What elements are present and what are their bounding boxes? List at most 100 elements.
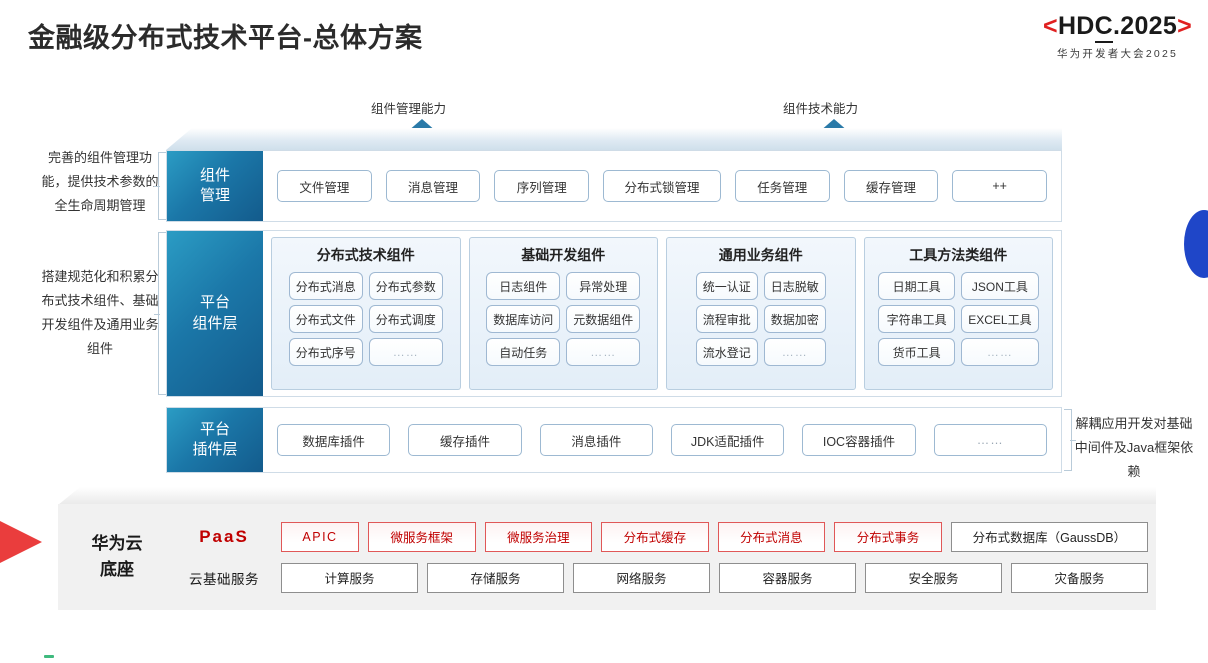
cloud-item-disaster-recovery[interactable]: 灾备服务 [1011, 562, 1148, 593]
base-huawei-cloud: 华为云 底座 PaaS APIC 微服务框架 微服务治理 分布式缓存 分布式消息… [58, 504, 1156, 610]
cloud-item-compute[interactable]: 计算服务 [281, 562, 418, 593]
cloud-item-network[interactable]: 网络服务 [573, 562, 710, 593]
paas-item-microservice-framework[interactable]: 微服务框架 [368, 521, 476, 552]
layer-title-line2: 组件层 [192, 314, 238, 332]
pill-sequence-management[interactable]: 序列管理 [494, 170, 590, 202]
layer-title-platform-plugins: 平台 插件层 [167, 408, 263, 472]
layer-title-line1: 平台 [199, 420, 230, 438]
pill-database-plugin[interactable]: 数据库插件 [277, 424, 391, 456]
paas-item-microservice-governance[interactable]: 微服务治理 [484, 521, 593, 552]
paas-item-distributed-database[interactable]: 分布式数据库（GaussDB） [950, 521, 1148, 552]
group-distributed-tech-components: 分布式技术组件 分布式消息 分布式参数 分布式文件 分布式调度 分布式序号 …… [271, 237, 461, 390]
blue-lens-decoration [1184, 210, 1208, 278]
chip-distributed-file[interactable]: 分布式文件 [288, 305, 363, 333]
cloud-item-container[interactable]: 容器服务 [719, 562, 856, 593]
pill-jdk-adapter-plugin[interactable]: JDK适配插件 [670, 424, 785, 456]
paas-item-distributed-message[interactable]: 分布式消息 [717, 521, 826, 552]
group-chip-grid: 统一认证 日志脱敏 流程审批 数据加密 流水登记 …… [695, 272, 826, 366]
bracket-mark-layer-3 [1064, 409, 1076, 471]
layer-title-line1: 平台 [199, 294, 230, 312]
pill-task-management[interactable]: 任务管理 [734, 170, 830, 202]
paas-item-distributed-cache[interactable]: 分布式缓存 [601, 521, 709, 552]
base-rows: PaaS APIC 微服务框架 微服务治理 分布式缓存 分布式消息 分布式事务 … [176, 504, 1148, 610]
chip-unified-authentication[interactable]: 统一认证 [695, 272, 758, 300]
bracket-left-icon: < [1043, 12, 1058, 40]
pill-distributed-lock-management[interactable]: 分布式锁管理 [603, 170, 721, 202]
group-general-business-components: 通用业务组件 统一认证 日志脱敏 流程审批 数据加密 流水登记 …… [666, 237, 856, 390]
layer-title-line2: 插件层 [192, 441, 238, 458]
hdc-text-c: .2025 [1113, 12, 1178, 40]
chip-distributed-scheduling[interactable]: 分布式调度 [368, 305, 443, 333]
red-wedge-decoration [0, 503, 42, 581]
chip-log-desensitization[interactable]: 日志脱敏 [763, 272, 826, 300]
side-note-platform-components: 搭建规范化和积累分布式技术组件、基础开发组件及通用业务组件 [41, 269, 159, 357]
base-row-cloud-services: 云基础服务 计算服务 存储服务 网络服务 容器服务 安全服务 灾备服务 [176, 562, 1148, 594]
group-title: 基础开发组件 [521, 247, 606, 263]
pill-cache-management[interactable]: 缓存管理 [843, 170, 939, 202]
hdc-logo: <HDC.2025> 华为开发者大会2025 [1043, 12, 1192, 61]
base-label-line1: 华为云 [91, 533, 143, 553]
chip-metadata-component[interactable]: 元数据组件 [566, 305, 641, 333]
chip-automatic-task[interactable]: 自动任务 [486, 338, 561, 366]
page-title: 金融级分布式技术平台-总体方案 [28, 23, 423, 53]
chip-database-access[interactable]: 数据库访问 [486, 305, 561, 333]
hdc-logo-subtitle: 华为开发者大会2025 [1056, 48, 1179, 60]
paas-item-distributed-transaction[interactable]: 分布式事务 [834, 521, 942, 552]
pill-file-management[interactable]: 文件管理 [277, 170, 372, 202]
layer-body-platform-plugins: 数据库插件 缓存插件 消息插件 JDK适配插件 IOC容器插件 …… [263, 408, 1061, 472]
bracket-mark-layer-1 [154, 152, 166, 220]
chip-process-approval[interactable]: 流程审批 [695, 305, 758, 333]
layer-platform-components: 平台 组件层 分布式技术组件 分布式消息 分布式参数 分布式文件 分布式调度 分… [166, 230, 1062, 397]
group-title: 通用业务组件 [718, 247, 803, 263]
chip-more-1[interactable]: …… [368, 338, 443, 366]
chip-more-2[interactable]: …… [566, 338, 641, 366]
cloud-item-storage[interactable]: 存储服务 [427, 562, 564, 593]
chip-exception-handling[interactable]: 异常处理 [566, 272, 641, 300]
group-tool-method-components: 工具方法类组件 日期工具 JSON工具 字符串工具 EXCEL工具 货币工具 …… [863, 237, 1053, 390]
paas-item-apic[interactable]: APIC [281, 521, 359, 552]
layer-title-line1: 组件 [199, 166, 230, 184]
side-note-plugin-layer: 解耦应用开发对基础中间件及Java框架依赖 [1074, 416, 1194, 480]
cloud-item-security[interactable]: 安全服务 [865, 562, 1002, 593]
layer-body-component-management: 文件管理 消息管理 序列管理 分布式锁管理 任务管理 缓存管理 ++ [263, 151, 1061, 221]
chip-json-tool[interactable]: JSON工具 [961, 272, 1039, 300]
pill-message-management[interactable]: 消息管理 [385, 170, 481, 202]
green-tick-decoration [44, 655, 54, 658]
chip-more-3[interactable]: …… [763, 338, 826, 366]
layer-component-management: 组件 管理 文件管理 消息管理 序列管理 分布式锁管理 任务管理 缓存管理 ++ [166, 150, 1062, 222]
perspective-band [166, 128, 1062, 150]
base-left-label: 华为云 底座 [58, 504, 176, 610]
group-chip-grid: 日期工具 JSON工具 字符串工具 EXCEL工具 货币工具 …… [877, 272, 1039, 366]
chip-excel-tool[interactable]: EXCEL工具 [961, 305, 1039, 333]
hdc-text-a: HD [1057, 12, 1095, 40]
chip-currency-tool[interactable]: 货币工具 [877, 338, 956, 366]
layer-platform-plugins: 平台 插件层 数据库插件 缓存插件 消息插件 JDK适配插件 IOC容器插件 …… [166, 407, 1062, 473]
chip-log-component[interactable]: 日志组件 [486, 272, 561, 300]
chip-string-tool[interactable]: 字符串工具 [877, 305, 956, 333]
group-title: 分布式技术组件 [316, 247, 415, 263]
group-chip-grid: 分布式消息 分布式参数 分布式文件 分布式调度 分布式序号 …… [288, 272, 443, 366]
chip-distributed-sequence[interactable]: 分布式序号 [288, 338, 363, 366]
hdc-logo-main: <HDC.2025> [1043, 12, 1192, 43]
arrow-label-left: 组件管理能力 [371, 102, 447, 116]
chip-date-tool[interactable]: 日期工具 [877, 272, 956, 300]
chip-distributed-parameter[interactable]: 分布式参数 [368, 272, 443, 300]
chip-distributed-message[interactable]: 分布式消息 [288, 272, 363, 300]
chip-transaction-record[interactable]: 流水登记 [695, 338, 758, 366]
pill-message-plugin[interactable]: 消息插件 [539, 424, 653, 456]
arrow-label-right: 组件技术能力 [783, 102, 859, 116]
base-label-line2: 底座 [100, 560, 134, 579]
pill-ioc-container-plugin[interactable]: IOC容器插件 [802, 424, 916, 456]
chip-data-encryption[interactable]: 数据加密 [763, 305, 826, 333]
group-title: 工具方法类组件 [909, 247, 1008, 263]
pill-cache-plugin[interactable]: 缓存插件 [408, 424, 522, 456]
chip-more-4[interactable]: …… [961, 338, 1039, 366]
layer-body-platform-components: 分布式技术组件 分布式消息 分布式参数 分布式文件 分布式调度 分布式序号 ……… [263, 231, 1061, 396]
group-basic-dev-components: 基础开发组件 日志组件 异常处理 数据库访问 元数据组件 自动任务 …… [468, 237, 658, 390]
bracket-right-icon: > [1177, 12, 1192, 40]
hdc-text-b: C [1094, 12, 1114, 43]
layer-title-component-management: 组件 管理 [167, 151, 263, 221]
pill-more-plugin[interactable]: …… [933, 424, 1047, 456]
pill-more-management[interactable]: ++ [952, 170, 1047, 202]
